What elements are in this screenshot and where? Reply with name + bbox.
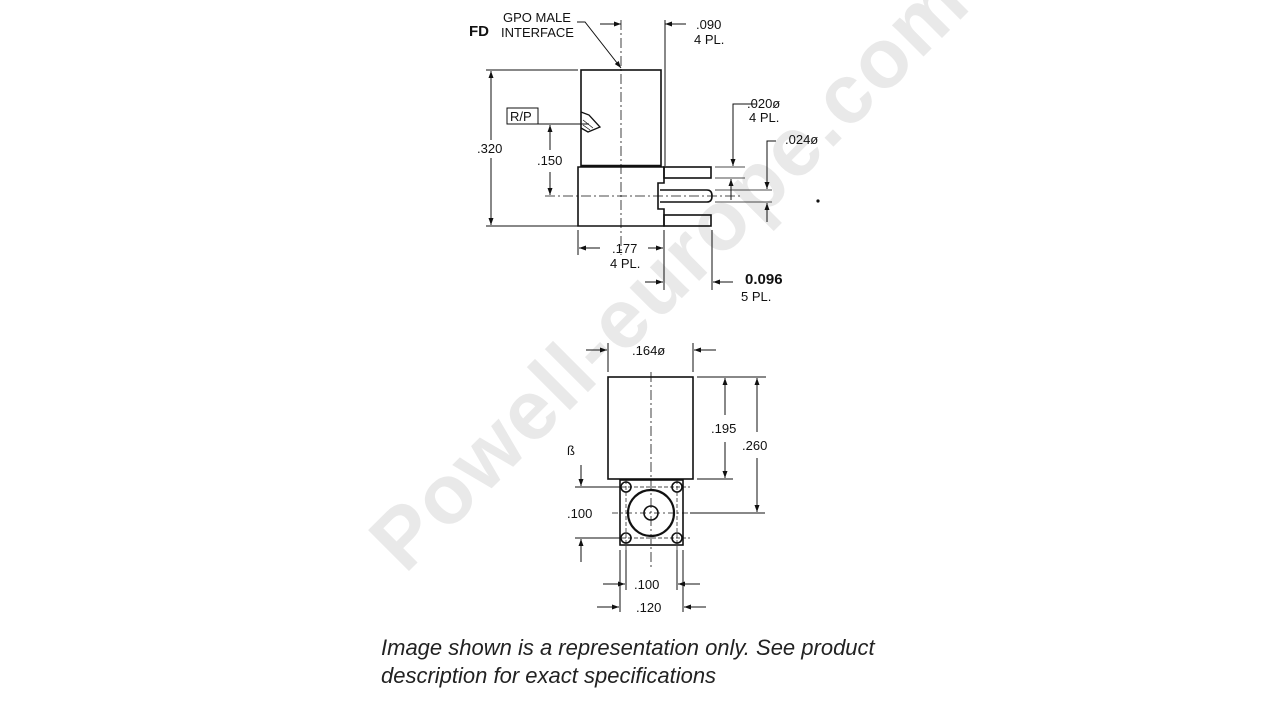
series-label: FD [469,23,489,40]
flange-outline [619,479,684,546]
stray-mark: ß [567,443,575,458]
disclaimer-caption: Image shown is a representation only. Se… [381,634,941,690]
dim-overall-height: .320 [477,141,502,156]
dim-diameter: .164ø [632,343,665,358]
callout-interface-line2: INTERFACE [501,25,574,40]
dim-pin-length-qty: 5 PL. [741,289,771,304]
dim-flange-width: .120 [636,600,661,615]
dim-pin-dia-small: .020ø [747,96,780,111]
caption-line-1: Image shown is a representation only. Se… [381,635,875,660]
pin-top [663,166,712,179]
dim-pin-dia-large: .024ø [785,132,818,147]
caption-line-2: description for exact specifications [381,663,717,688]
dim-pin-length: 0.096 [745,271,783,288]
dim-ref-height: .150 [537,153,562,168]
dim-top-offset-qty: 4 PL. [694,32,724,47]
dim-body-width-qty: 4 PL. [610,256,640,271]
dim-body-width: .177 [612,241,637,256]
side-view [486,20,820,290]
dim-pitch-vertical: .100 [567,506,592,521]
dim-top-offset: .090 [696,17,721,32]
dim-total-height: .260 [742,438,767,453]
ref-box-label: R/P [510,109,532,124]
callout-interface-line1: GPO MALE [503,10,571,25]
dim-pitch-horizontal: .100 [634,577,659,592]
dim-pin-dia-small-qty: 4 PL. [749,110,779,125]
dim-upper-height: .195 [711,421,736,436]
top-view [575,343,766,612]
pin-bottom [663,214,712,227]
cylinder-outline [607,376,694,480]
